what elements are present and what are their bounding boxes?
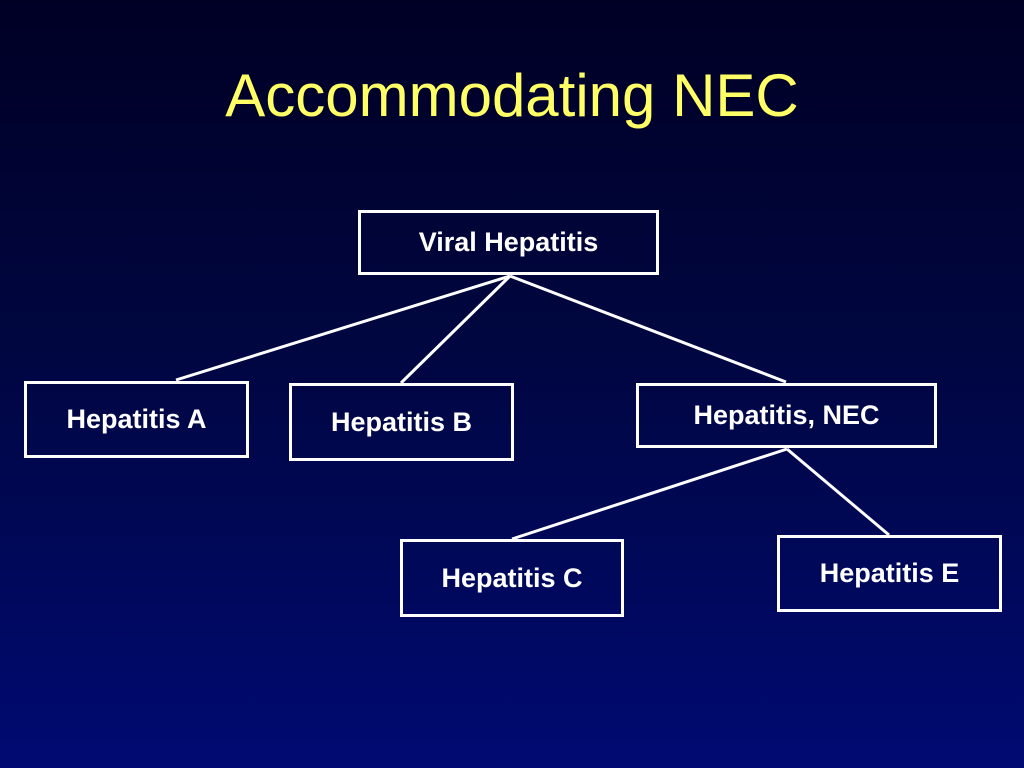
slide-title: Accommodating NEC [225,62,799,129]
node-hepatitis-b: Hepatitis B [289,383,514,461]
node-hepatitis-nec: Hepatitis, NEC [636,383,937,448]
node-hepatitis-b-label: Hepatitis B [330,406,473,437]
connector-root-to-hepatitis-b [399,274,512,385]
node-hepatitis-c: Hepatitis C [400,539,624,617]
connector-nec-to-hepatitis-e [786,447,890,537]
node-hepatitis-a: Hepatitis A [24,381,249,458]
node-hepatitis-a-label: Hepatitis A [66,404,207,434]
connector-root-to-hepatitis-nec [509,274,787,384]
node-hepatitis-nec-label: Hepatitis, NEC [693,400,880,430]
connector-nec-to-hepatitis-c [511,447,788,541]
node-viral-hepatitis: Viral Hepatitis [358,210,659,275]
node-viral-hepatitis-label: Viral Hepatitis [418,227,599,257]
connector-root-to-hepatitis-a [175,274,511,382]
node-hepatitis-c-label: Hepatitis C [441,562,583,593]
node-hepatitis-e: Hepatitis E [777,535,1002,612]
node-hepatitis-e-label: Hepatitis E [819,558,960,588]
